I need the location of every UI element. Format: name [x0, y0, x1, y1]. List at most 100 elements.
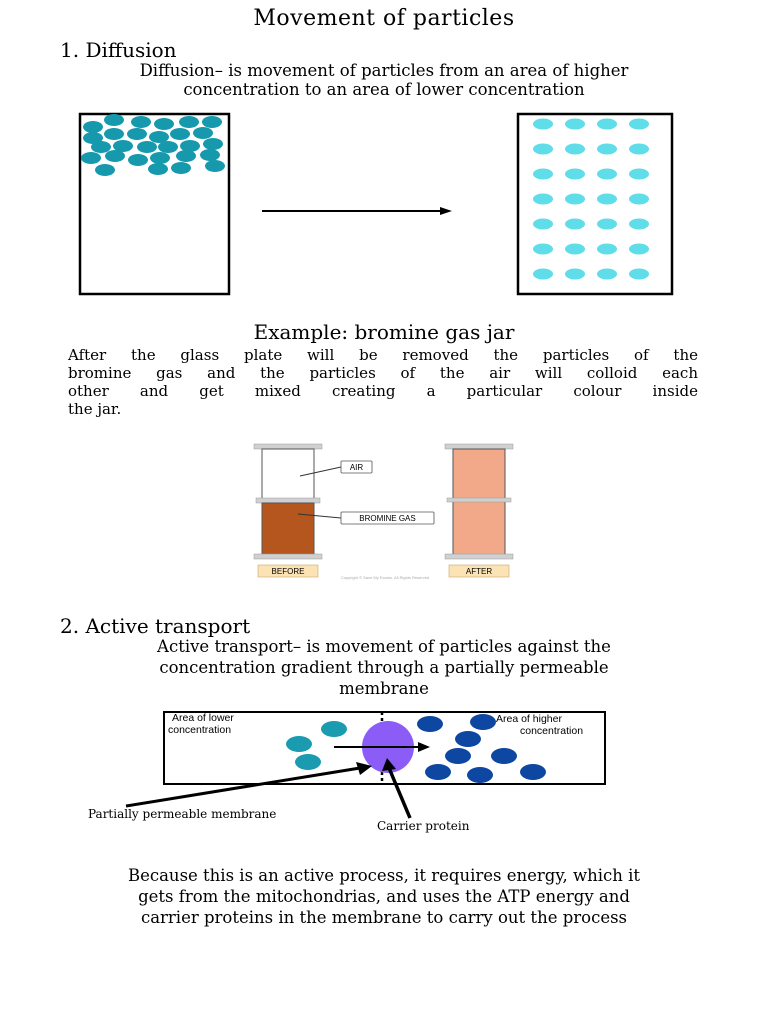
diffused-particle-after	[629, 243, 649, 255]
diffused-particle-before	[104, 128, 124, 140]
conclusion-line-1: Because this is an active process, it re…	[127, 866, 641, 885]
bromine-label-box	[340, 511, 435, 525]
conclusion-paragraph: Because this is an active process, it re…	[0, 865, 768, 928]
diffused-particle-before	[179, 116, 199, 128]
low-particle	[321, 721, 347, 737]
bromine-callout-line	[297, 513, 342, 519]
diffused-particle-after	[533, 268, 553, 280]
diffused-particle-before	[128, 154, 148, 166]
diffused-particle-before	[104, 114, 124, 126]
diffused-particle-after	[597, 243, 617, 255]
lower-area-label-2: concentration	[168, 724, 231, 736]
copyright-text: Copyright © Save My Exams. All Rights Re…	[341, 575, 429, 580]
after-jar-top-plate	[444, 443, 514, 450]
page-title: Movement of particles	[253, 6, 515, 31]
diffused-particle-after	[533, 243, 553, 255]
after-label-box	[448, 564, 510, 578]
diffusion-definition-line-1: Diffusion– is movement of particles from…	[139, 61, 629, 80]
after-label: AFTER	[466, 567, 492, 576]
diffused-particle-before	[150, 152, 170, 164]
example-paragraph: After the glass plate will be removed th…	[68, 346, 698, 418]
diffused-particle-after	[533, 143, 553, 155]
conclusion-line-2: gets from the mitochondrias, and uses th…	[138, 887, 630, 906]
diffused-particle-after	[565, 168, 585, 180]
diffused-particle-before	[91, 141, 111, 153]
before-particles	[81, 114, 225, 176]
diffused-particle-after	[629, 143, 649, 155]
diffused-particle-before	[170, 128, 190, 140]
before-bromine-jar	[261, 502, 315, 556]
after-jar-bottom-plate	[444, 553, 514, 560]
diffused-particle-before	[203, 138, 223, 150]
diffused-particle-before	[176, 150, 196, 162]
higher-area-label-2: concentration	[520, 725, 583, 737]
diffused-particle-after	[565, 193, 585, 205]
diffused-particle-before	[83, 132, 103, 144]
diffused-particle-after	[629, 193, 649, 205]
diffused-particle-after	[565, 268, 585, 280]
high-particle	[455, 731, 481, 747]
diffused-particle-after	[533, 193, 553, 205]
diffused-particle-before	[193, 127, 213, 139]
diffused-particle-after	[597, 143, 617, 155]
diffusion-definition-line-2: concentration to an area of lower concen…	[183, 80, 585, 99]
high-particle	[425, 764, 451, 780]
example-line-1: After the glass plate will be removed th…	[68, 346, 698, 364]
membrane-label: Partially permeable membrane	[88, 807, 277, 821]
before-jar-top-plate	[253, 443, 323, 450]
diffused-particle-before	[180, 140, 200, 152]
example-line-4: the jar.	[68, 400, 122, 418]
high-particle	[491, 748, 517, 764]
diffused-particle-after	[565, 243, 585, 255]
diffused-particle-before	[95, 164, 115, 176]
diffused-particle-before	[81, 152, 101, 164]
before-label-box	[257, 564, 319, 578]
diffused-particle-before	[131, 116, 151, 128]
diffused-particle-after	[597, 193, 617, 205]
diffused-particle-before	[105, 150, 125, 162]
diffused-particle-after	[629, 118, 649, 130]
air-label: AIR	[350, 463, 364, 472]
diffused-particle-before	[154, 118, 174, 130]
diffused-particle-before	[149, 131, 169, 143]
diffused-particle-after	[565, 143, 585, 155]
conclusion-line-3: carrier proteins in the membrane to carr…	[140, 908, 628, 927]
example-line-3: other and get mixed creating a particula…	[68, 382, 698, 400]
carrier-pointer	[387, 767, 412, 819]
diffused-particle-before	[200, 149, 220, 161]
diffused-particle-after	[597, 268, 617, 280]
carrier-pointer-head	[382, 758, 396, 771]
diffused-particle-after	[533, 218, 553, 230]
diffused-particle-after	[533, 168, 553, 180]
diffused-particle-before	[137, 141, 157, 153]
before-jar-bottom-plate	[253, 553, 323, 560]
diffused-particle-after	[565, 218, 585, 230]
active-transport-heading: 2. Active transport	[60, 614, 251, 638]
high-particle	[417, 716, 443, 732]
diffusion-arrow-head	[440, 207, 452, 215]
diffused-particle-before	[202, 116, 222, 128]
diffused-particle-after	[597, 218, 617, 230]
high-particle	[467, 767, 493, 783]
diffused-particle-before	[113, 140, 133, 152]
diffused-particle-before	[127, 128, 147, 140]
diffused-particle-after	[629, 168, 649, 180]
after-particles	[533, 118, 649, 280]
before-air-jar	[261, 448, 315, 500]
transport-arrow-head	[418, 742, 430, 752]
low-particle	[295, 754, 321, 770]
after-jar-joint	[446, 497, 512, 503]
diffused-particle-after	[629, 218, 649, 230]
active-transport-definition-line-2: concentration gradient through a partial…	[159, 658, 609, 677]
example-line-2: bromine gas and the particles of the air…	[68, 364, 698, 382]
high-particle	[520, 764, 546, 780]
air-callout-line	[299, 466, 342, 477]
diffused-particle-after	[597, 168, 617, 180]
active-transport-diagram: Area of lower concentration Area of high…	[125, 711, 606, 819]
bromine-label: BROMINE GAS	[359, 514, 415, 523]
membrane-pointer-head	[356, 762, 372, 775]
diffusion-heading: 1. Diffusion	[60, 38, 177, 62]
diffused-particle-before	[171, 162, 191, 174]
before-label: BEFORE	[272, 567, 305, 576]
membrane-pointer	[125, 766, 361, 808]
